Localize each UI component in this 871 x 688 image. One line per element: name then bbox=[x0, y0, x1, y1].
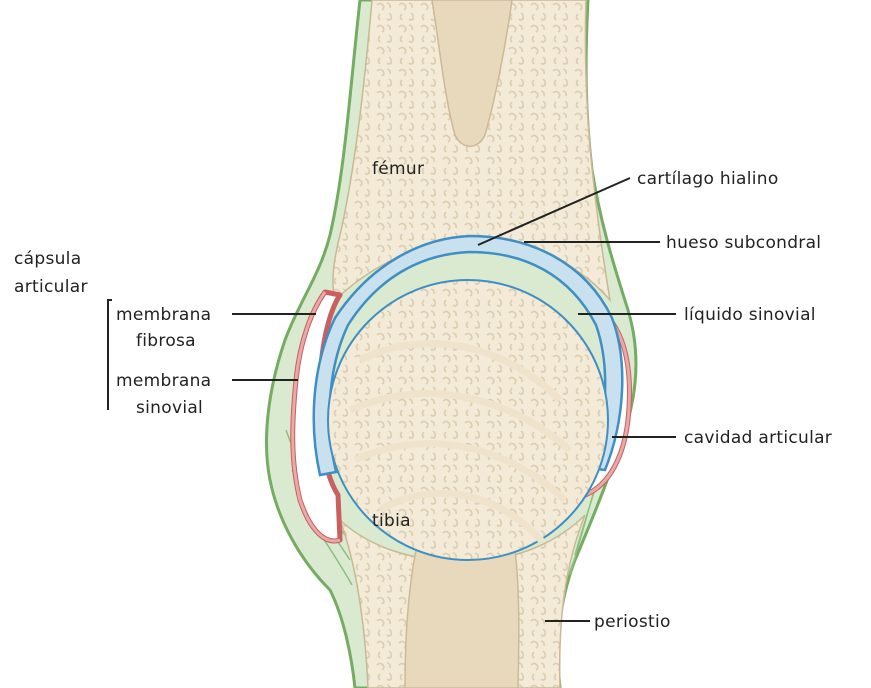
label-membrana-sinovial-line1: membrana bbox=[116, 371, 211, 391]
label-femur: fémur bbox=[372, 159, 424, 179]
label-periostio: periostio bbox=[594, 612, 671, 632]
label-liquido-sinovial: líquido sinovial bbox=[684, 305, 816, 325]
label-membrana-fibrosa-line2: fibrosa bbox=[136, 331, 196, 351]
label-capsula-line2: articular bbox=[14, 277, 88, 297]
label-cartilago-hialino: cartílago hialino bbox=[637, 169, 779, 189]
tibia-epiphysis bbox=[328, 280, 608, 560]
label-membrana-fibrosa-line1: membrana bbox=[116, 305, 211, 325]
label-hueso-subcondral: hueso subcondral bbox=[666, 233, 821, 253]
label-cavidad-articular: cavidad articular bbox=[684, 428, 832, 448]
capsule-bracket bbox=[108, 300, 112, 410]
label-capsula-line1: cápsula bbox=[14, 249, 81, 269]
label-membrana-sinovial-line2: sinovial bbox=[136, 398, 203, 418]
label-tibia: tibia bbox=[372, 511, 411, 531]
